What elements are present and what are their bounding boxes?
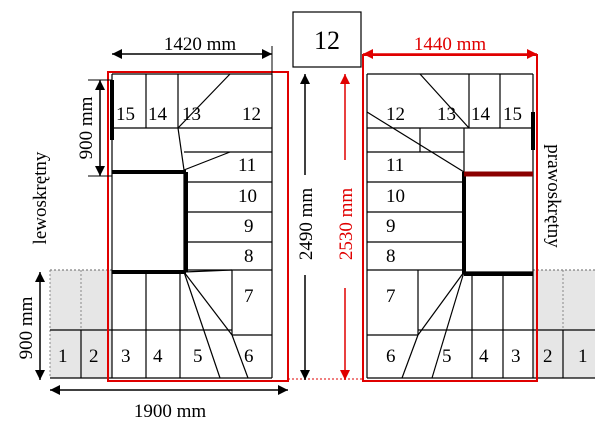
svg-text:1900 mm: 1900 mm [134, 401, 207, 422]
dim-left-landing: 900 mm [76, 79, 112, 177]
svg-text:2530 mm: 2530 mm [336, 188, 357, 261]
right-handrail [462, 112, 535, 276]
svg-text:900 mm: 900 mm [16, 296, 37, 359]
left-step-10: 10 [238, 186, 257, 207]
dim-left-width: 1420 mm [112, 34, 273, 74]
right-step-15: 15 [503, 104, 522, 125]
svg-text:2490 mm: 2490 mm [296, 188, 317, 261]
right-step-6: 6 [386, 346, 396, 367]
left-stair [50, 73, 273, 379]
left-step-3: 3 [121, 346, 131, 367]
left-step-9: 9 [244, 216, 254, 237]
left-step-12: 12 [242, 104, 261, 125]
right-step-9: 9 [386, 216, 396, 237]
right-step-4: 4 [479, 346, 489, 367]
left-step-4: 4 [153, 346, 163, 367]
svg-text:1420 mm: 1420 mm [164, 34, 237, 55]
left-step-6: 6 [244, 346, 254, 367]
right-stair [366, 73, 595, 379]
right-step-numbers: 1 2 3 4 5 6 7 8 9 10 11 12 13 14 15 [386, 104, 588, 367]
right-step-3: 3 [511, 346, 521, 367]
right-step-8: 8 [386, 246, 396, 267]
svg-text:900 mm: 900 mm [76, 96, 97, 159]
right-step-5: 5 [442, 346, 452, 367]
left-step-2: 2 [89, 346, 99, 367]
right-step-12: 12 [386, 104, 405, 125]
left-step-5: 5 [193, 346, 203, 367]
right-step-11: 11 [386, 155, 404, 176]
figure-number-badge: 12 [292, 11, 362, 68]
right-direction-label: prawoskrętny [543, 144, 564, 248]
right-corridor [533, 269, 595, 379]
svg-text:1440 mm: 1440 mm [414, 34, 487, 55]
left-handrail [110, 80, 188, 274]
dim-left-length: 2490 mm [293, 74, 317, 380]
left-step-13: 13 [182, 104, 201, 125]
left-direction-label: lewoskrętny [30, 151, 51, 244]
right-step-2: 2 [543, 346, 553, 367]
dim-right-length: 2530 mm [333, 74, 357, 380]
left-step-7: 7 [244, 286, 254, 307]
right-step-10: 10 [386, 186, 405, 207]
left-step-numbers: 1 2 3 4 5 6 7 8 9 10 11 12 13 14 15 [58, 104, 261, 367]
left-step-1: 1 [58, 346, 68, 367]
right-step-13: 13 [437, 104, 456, 125]
dim-left-corridor: 900 mm [16, 272, 45, 380]
left-step-14: 14 [148, 104, 168, 125]
right-red-outline [362, 54, 538, 382]
left-step-15: 15 [116, 104, 135, 125]
right-step-1: 1 [578, 346, 588, 367]
dim-right-width: 1440 mm [363, 34, 537, 59]
svg-text:12: 12 [314, 26, 340, 55]
left-step-8: 8 [244, 246, 254, 267]
left-red-outline [107, 71, 289, 382]
dim-left-total-width: 1900 mm [50, 385, 288, 422]
right-step-14: 14 [471, 104, 491, 125]
left-step-11: 11 [238, 155, 256, 176]
right-step-7: 7 [386, 286, 396, 307]
